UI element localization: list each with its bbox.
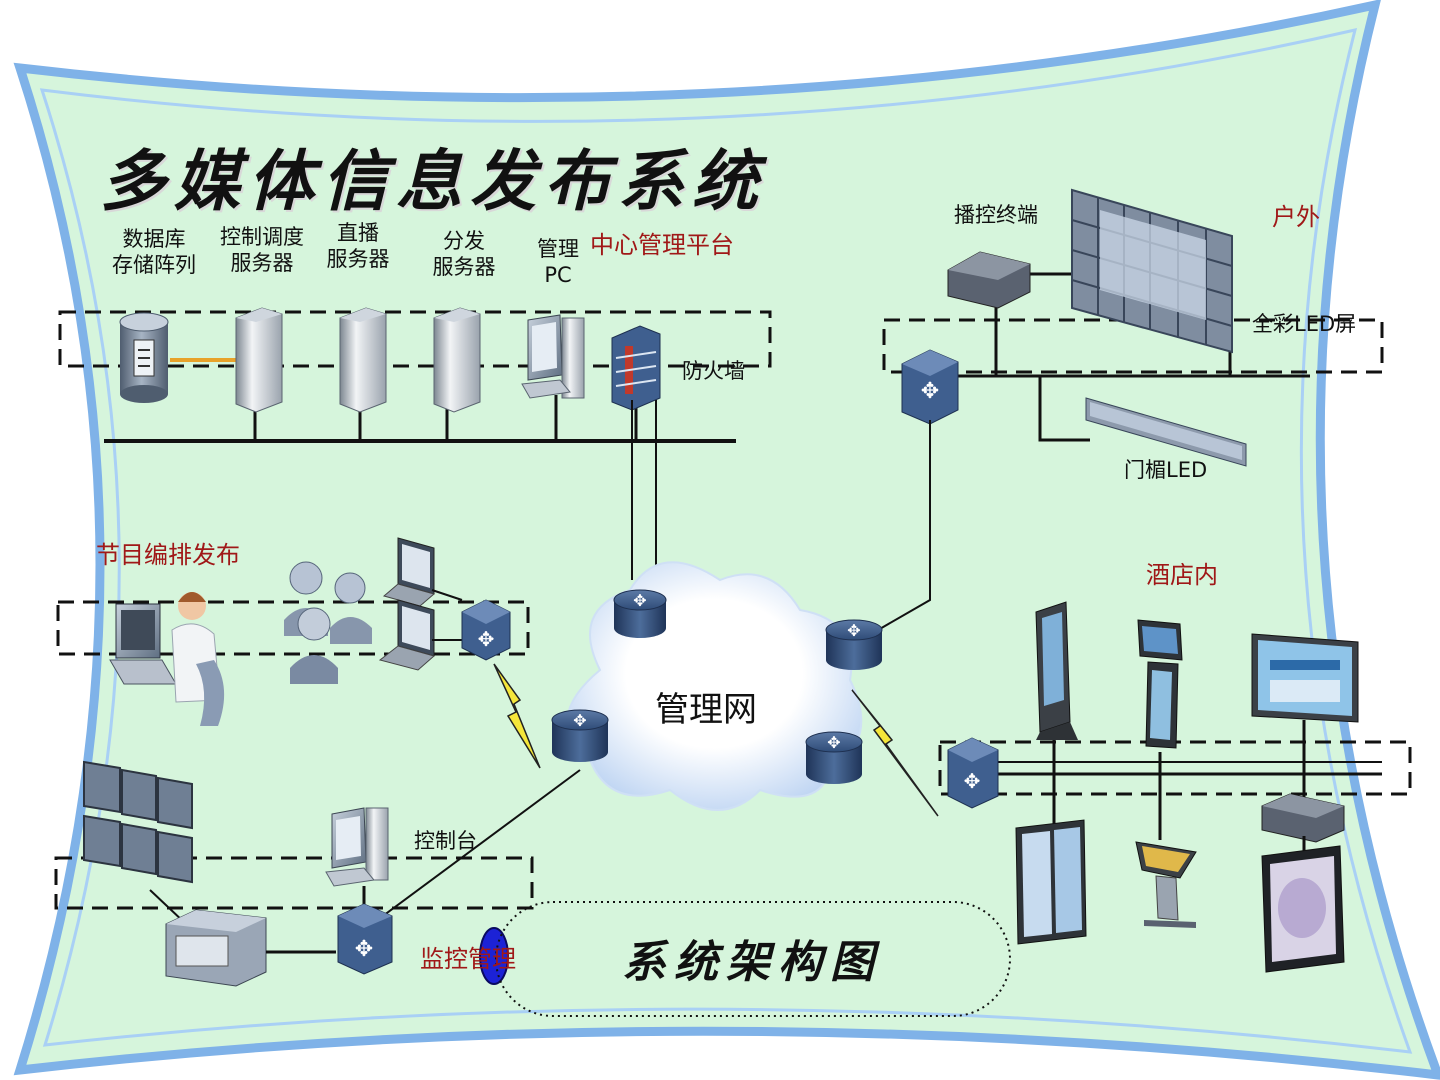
distribution-server-icon	[433, 307, 481, 413]
subtitle-frame	[495, 901, 1011, 1017]
control-server-label: 控制调度 服务器	[212, 224, 312, 276]
cloud-label: 管理网	[655, 690, 757, 730]
program-dashed-box	[56, 600, 530, 656]
player-box-icon	[1261, 793, 1345, 843]
firewall-label: 防火墙	[682, 359, 745, 383]
switch-icon: ✥	[947, 737, 999, 809]
pc-label-line2: PC	[544, 263, 572, 287]
picture-frame-display-icon	[1261, 845, 1345, 973]
lightning-icon	[493, 663, 541, 769]
hotel-group: ✥	[938, 601, 1412, 973]
switch-icon: ✥	[901, 349, 959, 425]
control-label-line1: 控制调度	[220, 225, 304, 249]
led-screen-icon	[1071, 188, 1233, 354]
diagram-subtitle: 系统架构图	[622, 937, 882, 988]
management-pc-icon	[521, 314, 585, 399]
svg-text:✥: ✥	[921, 379, 939, 404]
users-icon	[284, 561, 372, 684]
kiosk-icon	[1137, 619, 1183, 749]
console-label: 控制台	[414, 829, 477, 853]
router-icon: ✥	[825, 619, 883, 670]
svg-text:✥: ✥	[964, 769, 981, 793]
page-title: 多媒体信息发布系统	[100, 142, 766, 220]
wall-display-icon	[1251, 633, 1359, 723]
control-server-icon	[235, 307, 283, 413]
center-platform-group	[58, 307, 772, 580]
program-group: ✥	[56, 537, 541, 769]
management-pc-label: 管理 PC	[530, 236, 586, 288]
led-door-label: 门楣LED	[1124, 458, 1208, 482]
live-label-line2: 服务器	[326, 247, 390, 271]
live-server-label: 直播 服务器	[318, 220, 398, 272]
firewall-icon	[611, 325, 661, 411]
kiosk-icon	[1035, 601, 1078, 740]
db-label-line1: 数据库	[122, 227, 186, 251]
pc-label-line1: 管理	[537, 237, 579, 261]
router-icon: ✥	[805, 731, 863, 784]
switch-icon: ✥	[461, 599, 511, 661]
section-center: 中心管理平台	[590, 231, 734, 259]
kiosk-icon	[1015, 819, 1087, 945]
section-monitor: 监控管理	[420, 945, 516, 973]
rack-server-icon	[165, 909, 267, 987]
console-pc-icon	[325, 807, 389, 887]
control-label-line2: 服务器	[230, 251, 294, 275]
video-wall-icon	[83, 760, 193, 884]
distribution-server-label: 分发 服务器	[424, 228, 504, 280]
svg-text:✥: ✥	[847, 621, 860, 640]
monitor-dashed-box	[54, 856, 534, 910]
dist-label-line1: 分发	[443, 229, 485, 253]
kiosk-icon	[1135, 841, 1197, 928]
dist-label-line2: 服务器	[432, 255, 496, 279]
section-outdoor: 户外	[1272, 203, 1320, 231]
section-program: 节目编排发布	[96, 541, 240, 569]
operator-icon	[109, 592, 225, 726]
db-label: 数据库 存储阵列	[106, 226, 202, 278]
svg-text:✥: ✥	[355, 937, 373, 962]
lightning-icon	[851, 689, 939, 817]
switch-icon: ✥	[337, 903, 393, 975]
section-hotel: 酒店内	[1146, 561, 1218, 589]
player-box-icon	[947, 251, 1031, 309]
live-label-line1: 直播	[337, 221, 379, 245]
center-dashed-box	[58, 310, 772, 368]
database-icon	[119, 312, 169, 403]
svg-text:✥: ✥	[478, 627, 495, 651]
router-icon: ✥	[551, 709, 609, 762]
blue-marker	[479, 927, 509, 985]
player-label: 播控终端	[954, 203, 1038, 227]
router-icon: ✥	[613, 589, 667, 638]
svg-text:✥: ✥	[827, 733, 840, 752]
door-led-icon	[1085, 397, 1247, 467]
svg-text:✥: ✥	[573, 711, 586, 730]
live-server-icon	[339, 307, 387, 413]
outdoor-group: ✥	[877, 188, 1384, 631]
laptop-icon	[378, 537, 436, 671]
led-full-label: 全彩LED屏	[1252, 312, 1357, 336]
monitor-group: ✥	[54, 760, 534, 987]
db-label-line2: 存储阵列	[112, 253, 196, 277]
svg-text:✥: ✥	[633, 591, 646, 610]
